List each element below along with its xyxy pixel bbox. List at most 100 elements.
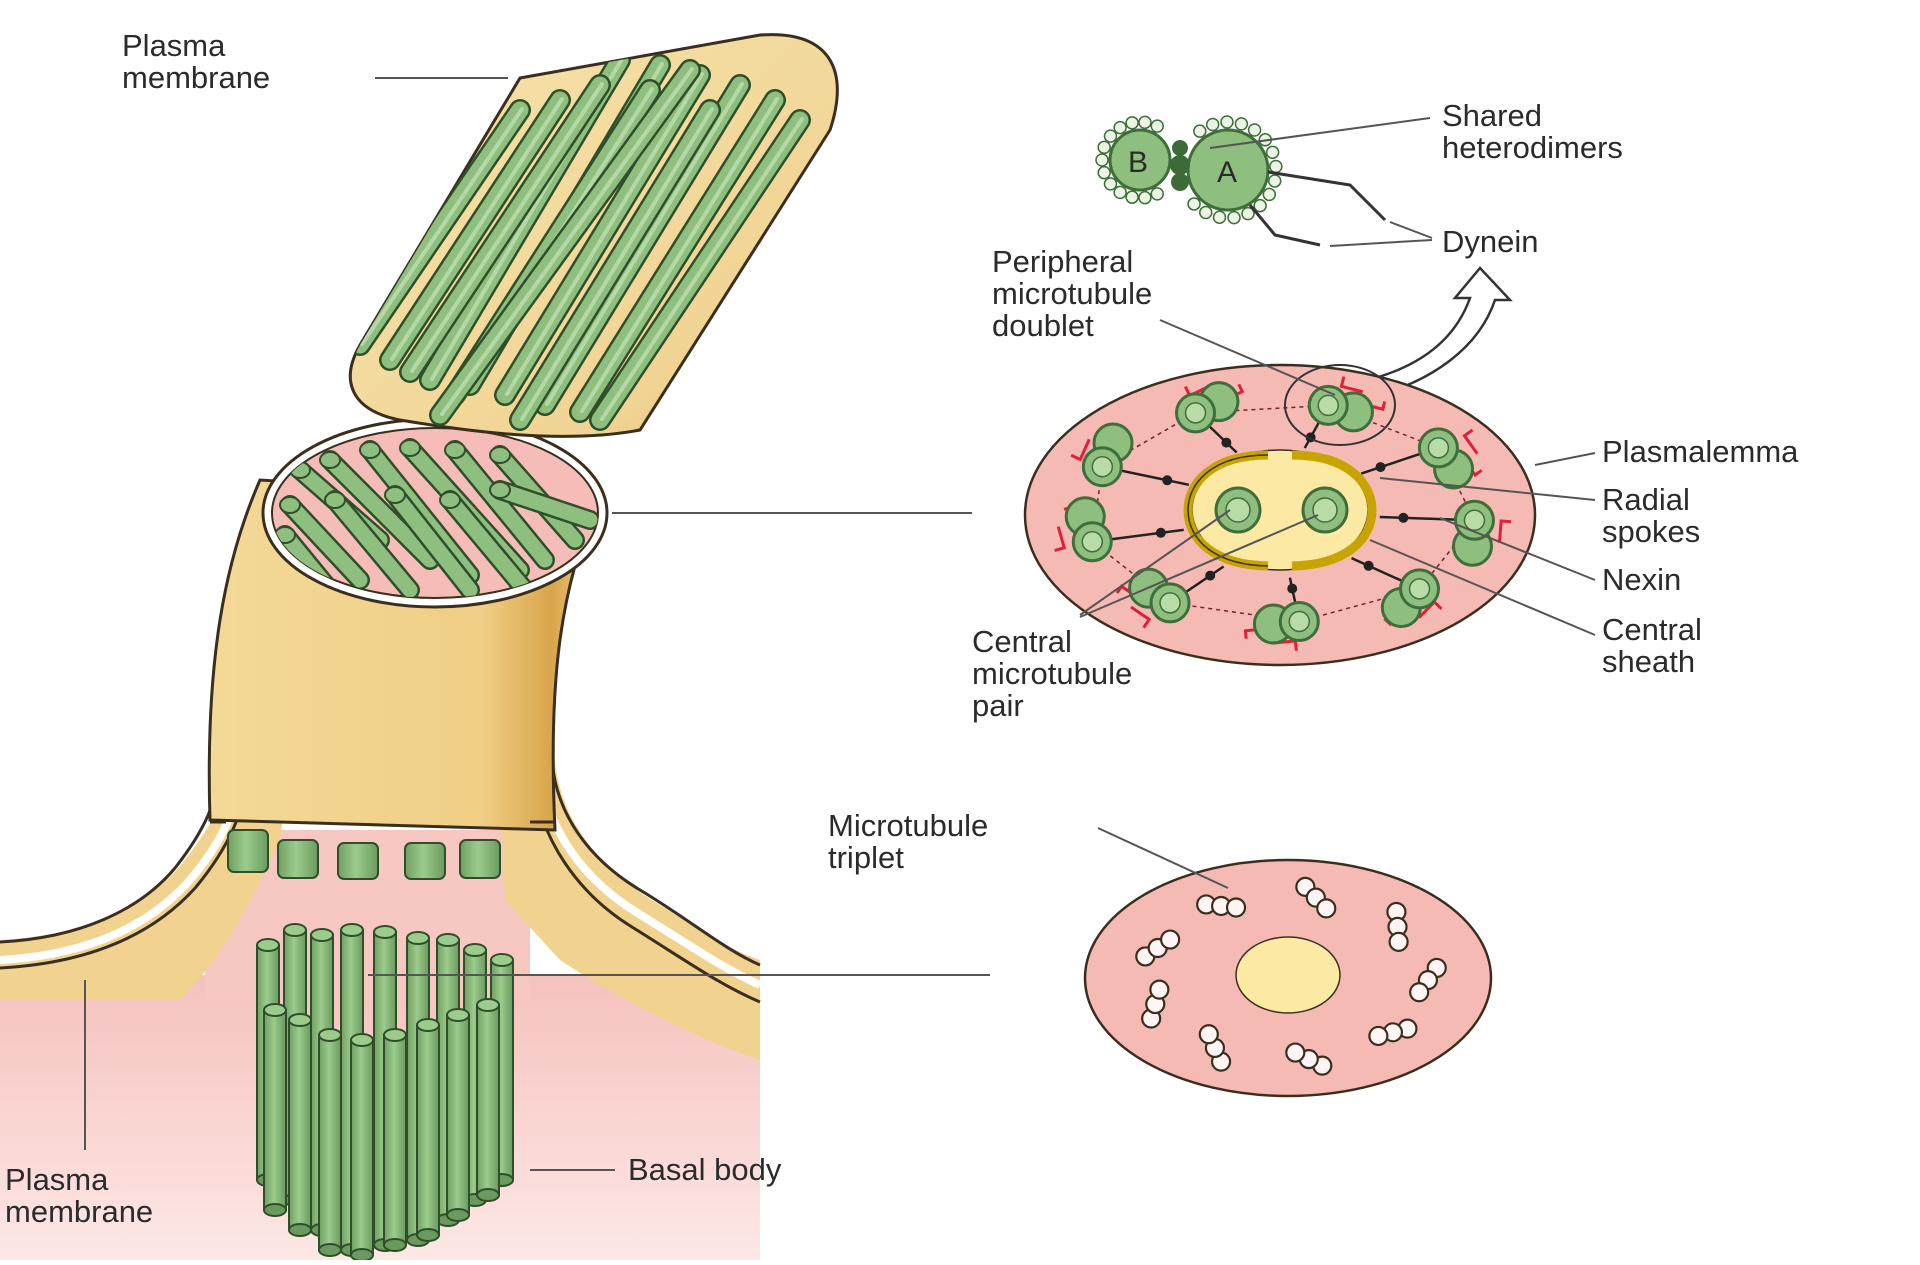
label-plasmalemma: Plasmalemma: [1602, 434, 1799, 469]
triplet-tubule: [1286, 1044, 1304, 1062]
basal-microtubule-end: [257, 939, 279, 951]
basal-microtubule-end: [384, 1029, 406, 1041]
label-central-pair: Central microtubule pair: [972, 624, 1141, 723]
tubulin-bead: [1263, 188, 1275, 200]
tubulin-bead: [1194, 125, 1206, 137]
tubulin-bead: [1151, 120, 1163, 132]
triplet-leader-line: [1098, 828, 1228, 888]
basal-microtubule: [384, 1035, 406, 1245]
basal-microtubule-bottom: [447, 1209, 469, 1221]
basal-microtubule-end: [341, 924, 363, 936]
basal-microtubule: [447, 1015, 469, 1215]
doublet-lumen: [1318, 395, 1338, 415]
triplet-tubule: [1200, 1025, 1218, 1043]
triplet-tubule: [1390, 933, 1408, 951]
triplet-tubule: [1410, 983, 1428, 1001]
tubulin-bead: [1139, 116, 1151, 128]
basal-microtubule-bottom: [384, 1239, 406, 1251]
tubulin-bead: [1228, 212, 1240, 224]
basal-microtubule: [477, 1005, 499, 1195]
label-shared-heterodimers: Shared heterodimers: [1442, 98, 1623, 165]
basal-cross-section: [1085, 860, 1491, 1096]
basal-microtubule-end: [477, 999, 499, 1011]
label-microtubule-triplet: Microtubule triplet: [828, 808, 997, 875]
shaft-microtubule-end: [440, 492, 460, 508]
tubulin-bead: [1207, 119, 1219, 131]
label-basal-body: Basal body: [628, 1152, 782, 1187]
basal-microtubule-bottom: [477, 1189, 499, 1201]
spoke-head: [1162, 475, 1172, 485]
basal-microtubule-end: [374, 926, 396, 938]
axoneme-cross-section: [1025, 365, 1535, 665]
shaft-microtubule-end: [360, 442, 380, 458]
basal-microtubule-end: [264, 1004, 286, 1016]
basal-microtubule-end: [351, 1034, 373, 1046]
tubulin-bead: [1126, 191, 1138, 203]
doublet-inset: B A: [1096, 116, 1385, 245]
shaft-microtubule-end: [400, 440, 420, 456]
doublet-lumen: [1092, 457, 1112, 477]
basal-microtubule: [319, 1035, 341, 1250]
basal-microtubule: [264, 1010, 286, 1210]
shaft-microtubule-end: [490, 482, 510, 498]
shaft-microtubule-end: [445, 442, 465, 458]
basal-microtubule-end: [437, 934, 459, 946]
tubulin-bead: [1221, 116, 1233, 128]
spoke-head: [1221, 438, 1231, 448]
tubulin-bead: [1126, 117, 1138, 129]
tubulin-bead: [1098, 141, 1110, 153]
doublet-lumen: [1160, 593, 1180, 613]
doublet-lumen: [1289, 611, 1309, 631]
tubulin-bead: [1104, 130, 1116, 142]
shaft-microtubule-end: [490, 447, 510, 463]
tubulin-bead: [1114, 122, 1126, 134]
label-dynein: Dynein: [1442, 224, 1539, 259]
basal-microtubule: [417, 1025, 439, 1235]
spoke-head: [1364, 561, 1374, 571]
tubulin-bead: [1267, 146, 1279, 158]
basal-microtubule-end: [319, 1029, 341, 1041]
triplet-tubule: [1150, 981, 1168, 999]
basal-microtubule-end: [289, 1014, 311, 1026]
basal-microtubule-bottom: [289, 1224, 311, 1236]
tubulin-bead: [1098, 167, 1110, 179]
label-central-sheath: Central sheath: [1602, 612, 1711, 679]
basal-microtubule-bottom: [351, 1249, 373, 1260]
doublet-lumen: [1186, 403, 1206, 423]
tubulin-bead: [1270, 160, 1282, 172]
basal-microtubule-end: [284, 924, 306, 936]
ciliary-tip: [350, 35, 837, 437]
tubulin-bead: [1269, 175, 1281, 187]
tubulin-bead: [1104, 178, 1116, 190]
tubulin-bead: [1139, 192, 1151, 204]
shaft-cross-section: [263, 419, 607, 607]
shaft-microtubule-end: [325, 492, 345, 508]
basal-microtubule: [351, 1040, 373, 1255]
label-radial-spokes: Radial spokes: [1602, 482, 1700, 549]
tubulin-bead: [1114, 186, 1126, 198]
doublet-lumen: [1082, 532, 1102, 552]
basal-microtubule-end: [407, 932, 429, 944]
doublet-lumen: [1410, 579, 1430, 599]
subfiber-a-label: A: [1217, 156, 1237, 189]
label-peripheral-doublet: Peripheral microtubule doublet: [992, 244, 1161, 343]
spoke-head: [1287, 584, 1297, 594]
tubulin-bead: [1200, 207, 1212, 219]
shaft-microtubule-end: [385, 487, 405, 503]
tubulin-bead: [1188, 198, 1200, 210]
tubulin-bead: [1096, 154, 1108, 166]
basal-microtubule-end: [447, 1009, 469, 1021]
basal-microtubule-end: [311, 929, 333, 941]
doublet-lumen: [1464, 510, 1484, 530]
basal-microtubule-end: [491, 954, 513, 966]
spoke-head: [1205, 571, 1215, 581]
shaft-microtubule-end: [280, 497, 300, 513]
subfiber-b-label: B: [1128, 146, 1148, 179]
triplet-tubule: [1227, 898, 1245, 916]
basal-microtubule-end: [464, 944, 486, 956]
label-nexin: Nexin: [1602, 562, 1681, 597]
doublet-lumen: [1428, 438, 1448, 458]
triplet-tubule: [1369, 1027, 1387, 1045]
basal-microtubule-bottom: [264, 1204, 286, 1216]
